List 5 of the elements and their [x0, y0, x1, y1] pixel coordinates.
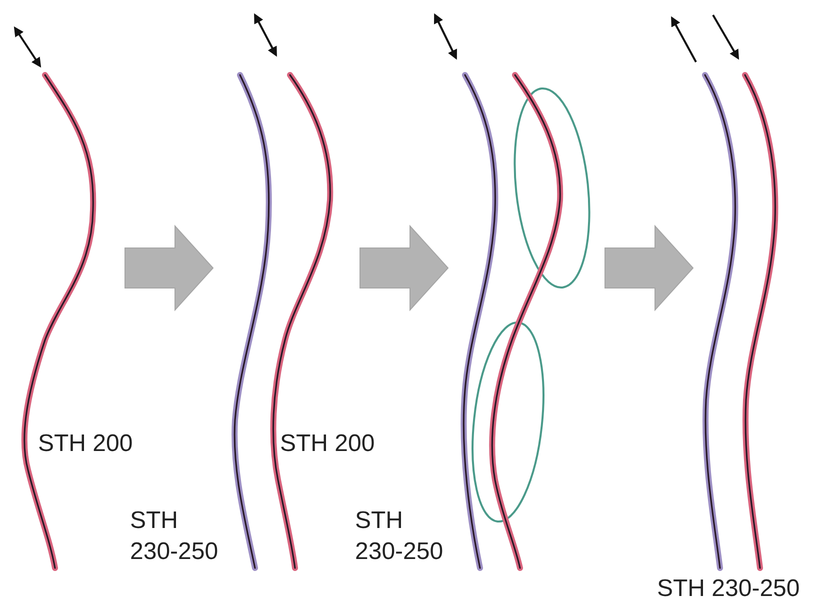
strand-label: STH 200: [280, 429, 375, 459]
strand-label: STH 200: [38, 429, 133, 459]
strand-label: STH 230-250: [130, 506, 220, 567]
strand-label: STH 230-250: [657, 574, 800, 604]
strand-label: STH 230-250: [355, 506, 444, 567]
